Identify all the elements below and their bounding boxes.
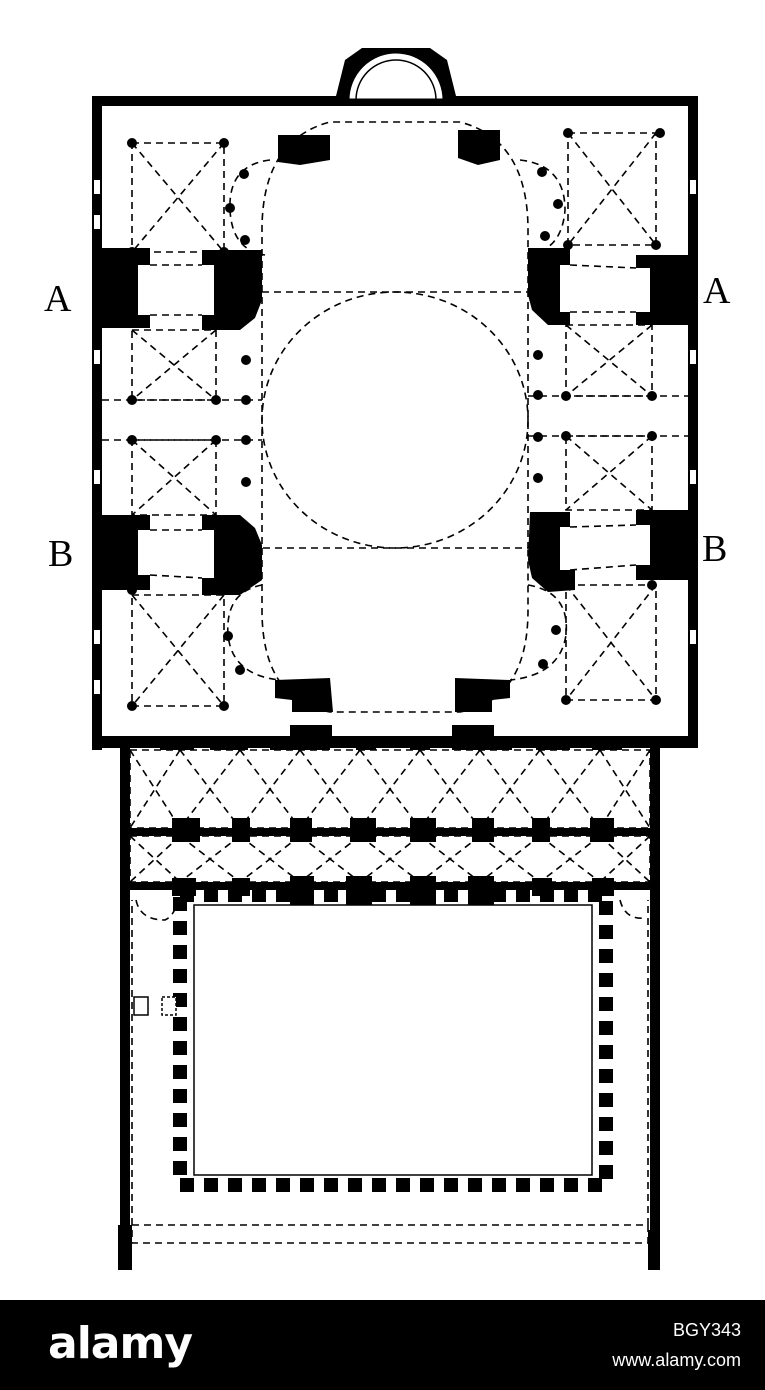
nave-dashed-lines: [227, 121, 568, 713]
exedra-columns: [223, 167, 563, 675]
main-piers: [102, 248, 688, 595]
watermark-image-id: BGY343: [672, 1320, 741, 1340]
south-wall-piers: [160, 736, 622, 750]
section-label-a-left: A: [44, 278, 72, 320]
narthex: [120, 748, 660, 1268]
watermark-url: www.alamy.com: [612, 1350, 741, 1370]
aisle-columns: [127, 128, 665, 711]
watermark-logo: alamy: [48, 1318, 193, 1369]
floor-plan-svg: [92, 48, 698, 1270]
west-wall: [92, 96, 102, 750]
east-wall: [688, 96, 698, 742]
exedra-piers: [275, 130, 510, 745]
wall-openings: [94, 180, 696, 694]
section-label-b-right: B: [702, 528, 728, 570]
section-label-b-left: B: [48, 533, 74, 575]
apse: [335, 48, 457, 102]
section-label-a-right: A: [703, 270, 731, 312]
atrium: [118, 888, 660, 1270]
aisle-vaults: [102, 132, 688, 707]
watermark-bar: alamy BGY343 www.alamy.com: [0, 1300, 765, 1390]
floor-plan-drawing: A A B B: [44, 48, 731, 1270]
